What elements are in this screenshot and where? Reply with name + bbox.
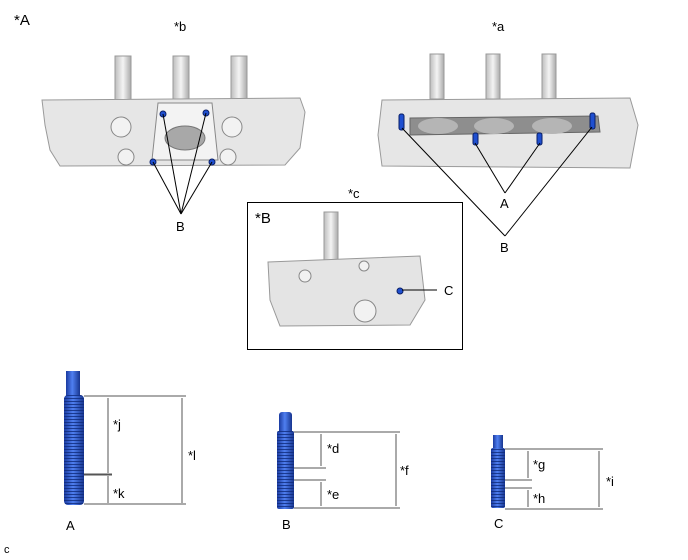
- stud-b-label: B: [282, 517, 291, 532]
- dim-a-total: *l: [188, 448, 196, 463]
- dim-a-upper: *j: [113, 417, 121, 432]
- callout-b-right: B: [500, 240, 509, 255]
- inset-frame: [247, 202, 463, 350]
- stud-c-drawing: [491, 435, 505, 508]
- cylinder-head-right-view: [377, 53, 639, 169]
- leader-lines-b-left: [152, 112, 213, 215]
- footer-label: c: [4, 544, 10, 556]
- stud-c-dimensions: [505, 448, 603, 510]
- dim-c-total: *i: [606, 474, 614, 489]
- callout-c: C: [444, 283, 454, 298]
- stud-a-label: A: [66, 518, 75, 533]
- leader-lines-right: [401, 126, 593, 237]
- dim-b-lower: *e: [327, 487, 340, 502]
- dim-c-lower: *h: [533, 491, 546, 506]
- callout-b-left: B: [176, 219, 185, 234]
- inset-title: *c: [348, 186, 360, 201]
- callout-a: A: [500, 196, 509, 211]
- cylinder-head-end-view: [267, 211, 437, 327]
- dim-b-total: *f: [400, 463, 409, 478]
- view-a-label: *A: [14, 12, 30, 29]
- view-b-label: *B: [255, 210, 271, 227]
- dim-c-upper: *g: [533, 457, 546, 472]
- stud-b-dimensions: [294, 431, 400, 509]
- cylinder-head-left-view: [41, 55, 306, 167]
- stud-c-label: C: [494, 516, 504, 531]
- left-view-label: *b: [174, 19, 187, 34]
- dim-b-upper: *d: [327, 441, 340, 456]
- stud-b-drawing: [277, 412, 294, 509]
- stud-a-drawing: [64, 371, 84, 505]
- right-view-label: *a: [492, 19, 505, 34]
- dim-a-lower: *k: [113, 486, 125, 501]
- stud-a-dimensions: [84, 395, 186, 505]
